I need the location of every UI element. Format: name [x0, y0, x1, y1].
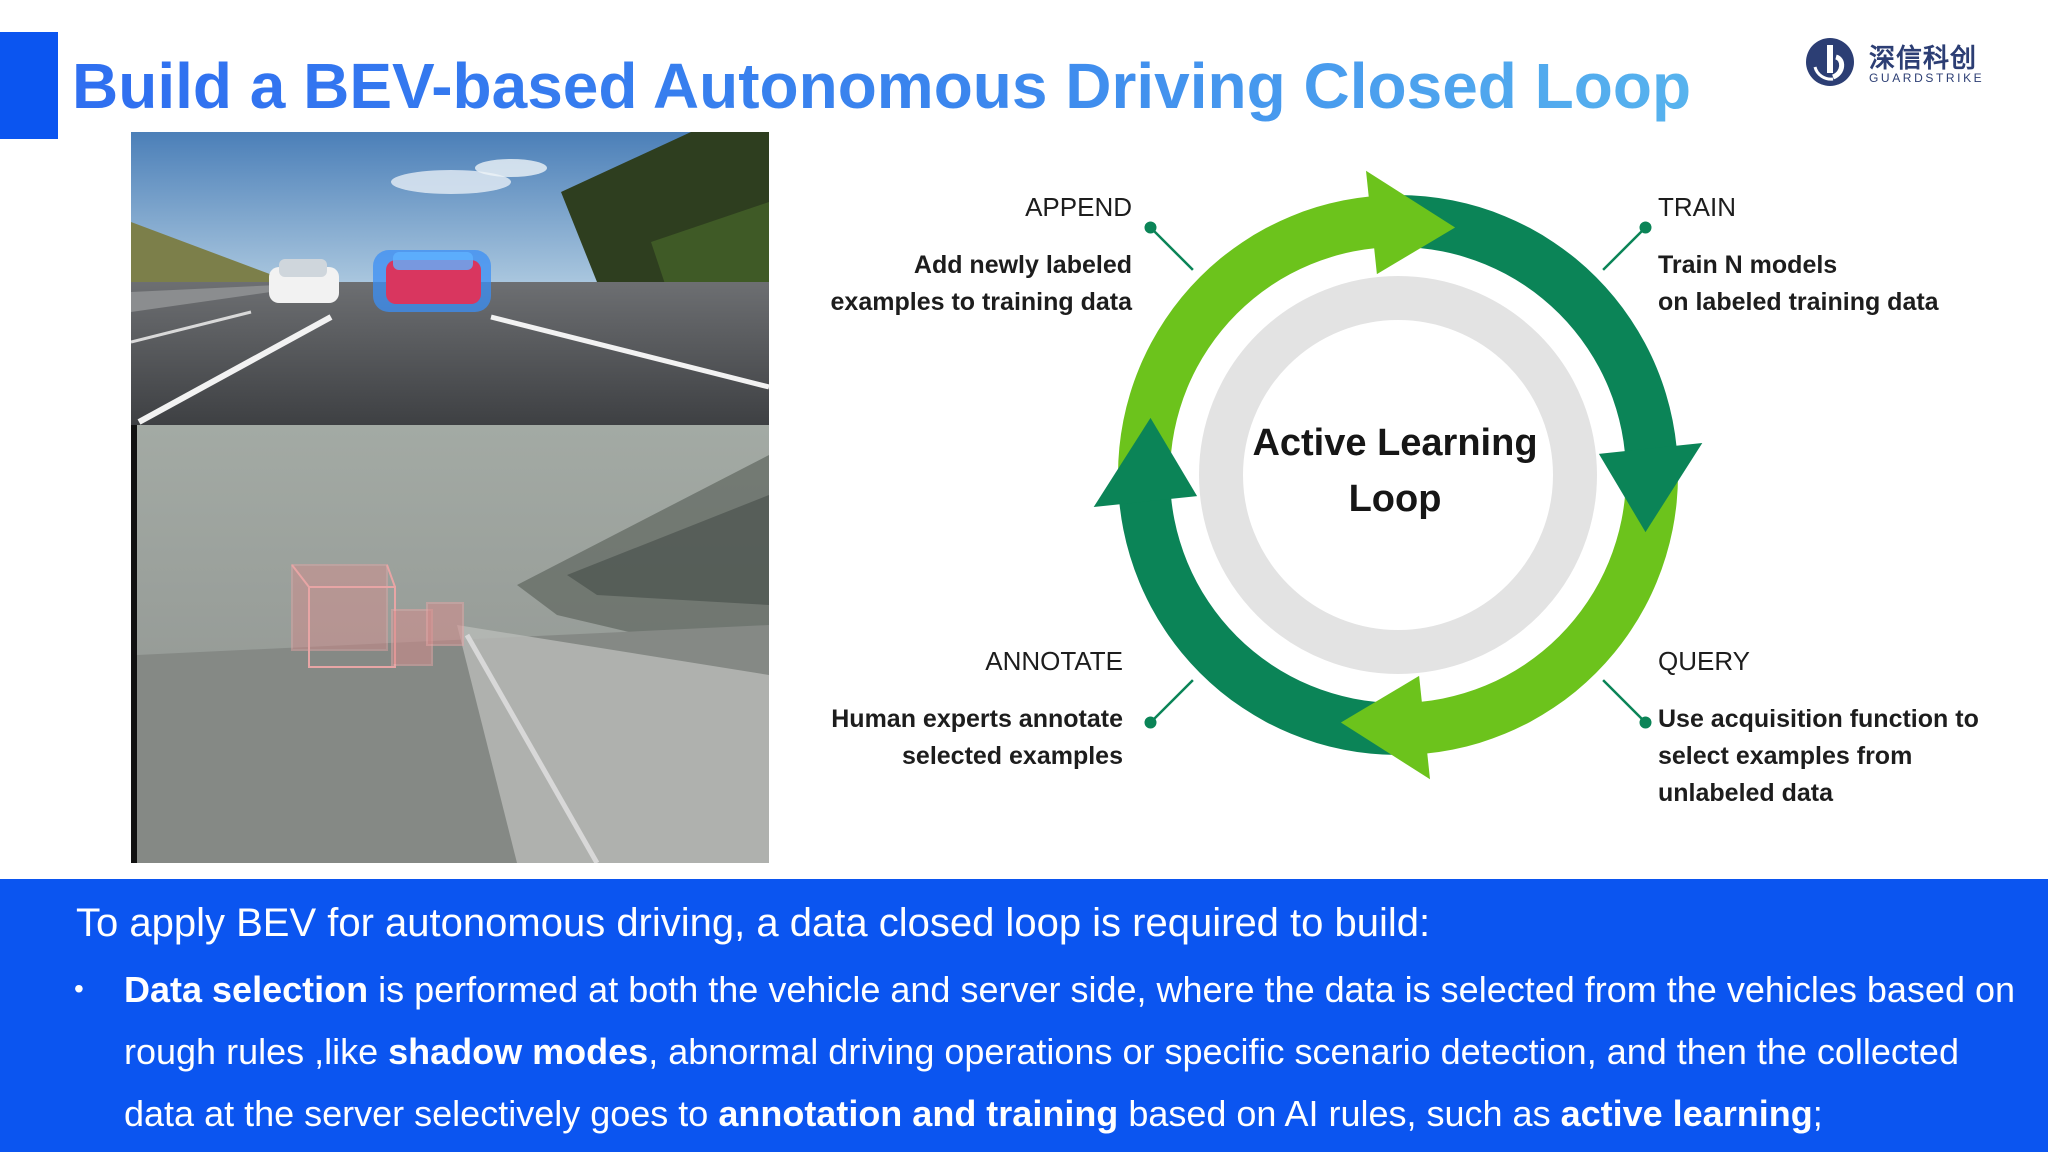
stage-desc-train-line2: on labeled training data: [1658, 284, 1939, 321]
stage-desc-train: Train N models on labeled training data: [1658, 247, 1939, 321]
guardstrike-logo-icon: [1805, 37, 1855, 87]
leader-dot-annotate: [1145, 717, 1157, 729]
stage-desc-train-line1: Train N models: [1658, 247, 1939, 284]
loop-center-line2: Loop: [1200, 471, 1590, 527]
stage-desc-annotate-line2: selected examples: [831, 738, 1123, 775]
3d-bounding-box-foggy-road-photo: [131, 425, 769, 863]
stage-desc-query-line1: Use acquisition function to: [1658, 701, 1979, 738]
stage-desc-annotate: Human experts annotate selected examples: [831, 701, 1123, 775]
company-logo: 深信科创 GUARDSTRIKE: [1805, 36, 1993, 90]
stage-desc-query-line3: unlabeled data: [1658, 775, 1979, 812]
bullet-text-part: ;: [1813, 1093, 1823, 1134]
stage-title-annotate: ANNOTATE: [985, 646, 1123, 677]
stage-desc-append-line2: examples to training data: [831, 284, 1132, 321]
stage-desc-query: Use acquisition function to select examp…: [1658, 701, 1979, 812]
bullet-text-part: based on AI rules, such as: [1118, 1093, 1560, 1134]
bullet-dot-icon: •: [74, 973, 84, 1005]
arrowhead-query-annotate: [1341, 676, 1430, 779]
leader-line-append: [1151, 228, 1193, 270]
arrowhead-train-query: [1599, 443, 1702, 532]
stage-title-query: QUERY: [1658, 646, 1750, 677]
summary-band: To apply BEV for autonomous driving, a d…: [0, 879, 2048, 1152]
arrowhead-annotate-append: [1094, 418, 1197, 507]
logo-name-en: GUARDSTRIKE: [1869, 71, 1984, 85]
loop-center-line1: Active Learning: [1200, 415, 1590, 471]
term-shadow-modes: shadow modes: [388, 1031, 648, 1072]
term-annotation-training: annotation and training: [718, 1093, 1118, 1134]
stage-desc-append: Add newly labeled examples to training d…: [831, 247, 1132, 321]
term-data-selection: Data selection: [124, 969, 368, 1010]
highway-cars-perception-photo: [131, 132, 769, 425]
stage-desc-append-line1: Add newly labeled: [831, 247, 1132, 284]
term-active-learning: active learning: [1561, 1093, 1813, 1134]
leader-line-query: [1603, 680, 1645, 722]
summary-intro: To apply BEV for autonomous driving, a d…: [76, 897, 1430, 949]
summary-bullet: Data selection is performed at both the …: [124, 959, 2029, 1145]
logo-name-cn: 深信科创: [1869, 38, 1977, 75]
leader-line-annotate: [1151, 680, 1193, 722]
stage-desc-annotate-line1: Human experts annotate: [831, 701, 1123, 738]
photo-panel: [131, 132, 769, 863]
leader-dot-append: [1145, 222, 1157, 234]
loop-center-label: Active Learning Loop: [1200, 415, 1590, 527]
leader-line-train: [1603, 228, 1645, 270]
stage-title-train: TRAIN: [1658, 192, 1736, 223]
arrowhead-append-train: [1366, 171, 1455, 274]
title-accent-bar: [0, 32, 58, 139]
leader-dot-train: [1640, 222, 1652, 234]
stage-desc-query-line2: select examples from: [1658, 738, 1979, 775]
leader-dot-query: [1640, 717, 1652, 729]
page-title: Build a BEV-based Autonomous Driving Clo…: [72, 40, 1691, 132]
stage-title-append: APPEND: [1025, 192, 1132, 223]
